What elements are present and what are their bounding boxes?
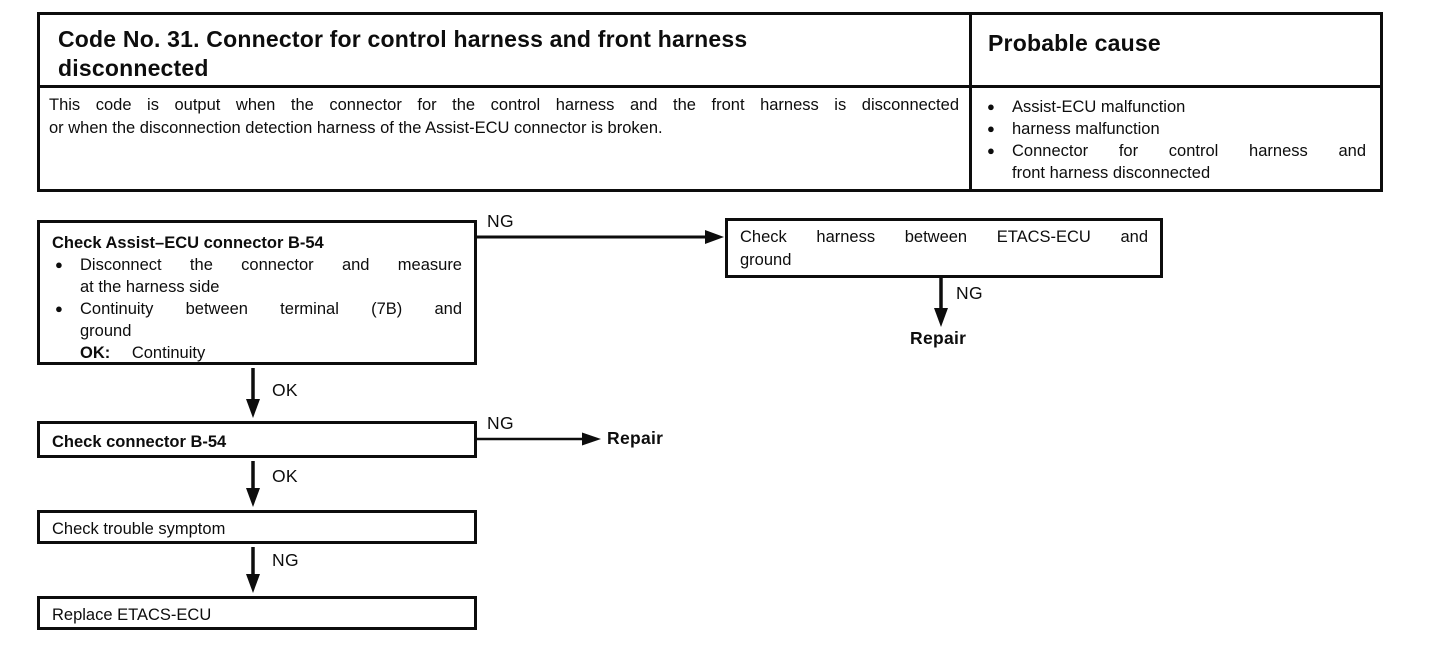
bullet-icon: ● — [987, 99, 995, 114]
probable-cause-text: Assist-ECU malfunction — [1012, 98, 1186, 116]
edge-label-ok-mid: OK — [272, 380, 298, 400]
bullet-text: Disconnect the connector and measure at … — [80, 254, 464, 298]
step-bullet: ● Disconnect the connector and measure a… — [52, 254, 464, 298]
step-check-harness-box: Check harness between ETACS-ECU and grou… — [725, 218, 1163, 278]
bullet-text-line-2: at the harness side — [80, 278, 220, 296]
probable-cause-text-line-2: front harness disconnected — [1012, 164, 1211, 182]
ok-criteria-value: Continuity — [131, 344, 206, 362]
probable-cause-header-cell: Probable cause — [972, 15, 1380, 88]
code-title-line-1: Code No. 31. Connector for control harne… — [58, 26, 748, 52]
probable-cause-list: ● Assist-ECU malfunction ● harness malfu… — [972, 88, 1380, 189]
step-check-trouble-symptom-box: Check trouble symptom — [37, 510, 477, 544]
code-title-cell: Code No. 31. Connector for control harne… — [40, 15, 972, 88]
code-header-table: Code No. 31. Connector for control harne… — [37, 12, 1383, 192]
step-check-assist-ecu-connector-box: Check Assist–ECU connector B-54 ● Discon… — [37, 220, 477, 365]
terminal-repair-mid: Repair — [607, 428, 664, 448]
bullet-icon: ● — [55, 257, 63, 272]
step-check-connector-box: Check connector B-54 — [37, 421, 477, 458]
arrow-ng-assist-to-harness — [477, 230, 724, 244]
bullet-icon: ● — [987, 143, 995, 158]
step-title: Check trouble symptom — [52, 520, 226, 538]
edge-label-ng-right: NG — [956, 283, 983, 303]
bullet-icon: ● — [55, 301, 63, 316]
probable-cause-heading: Probable cause — [988, 30, 1161, 56]
step-title: Check connector B-54 — [52, 433, 227, 451]
bullet-text-line-1: Continuity between terminal (7B) and — [80, 300, 462, 318]
arrow-ok-connector-to-symptom — [246, 461, 260, 507]
edge-label-ng-top: NG — [487, 211, 514, 231]
arrow-ng-harness-to-repair — [934, 278, 948, 327]
edge-label-ng-low: NG — [272, 550, 299, 570]
bullet-text: Continuity between terminal (7B) and gro… — [80, 298, 464, 342]
probable-cause-item: ● harness malfunction — [984, 118, 1366, 140]
probable-cause-item: ● Assist-ECU malfunction — [984, 96, 1366, 118]
step-text-line-1: Check harness between ETACS-ECU and — [740, 228, 1148, 246]
code-description-line-1: This code is output when the connector f… — [49, 96, 959, 114]
bullet-icon: ● — [987, 121, 995, 136]
step-text-line-2: ground — [740, 251, 792, 269]
arrow-ok-assist-to-connector — [246, 368, 260, 418]
ok-criteria-key: OK: — [80, 344, 111, 362]
probable-cause-text-line-1: Connector for control harness and — [1012, 142, 1366, 160]
terminal-repair-right: Repair — [910, 328, 967, 348]
code-description-cell: This code is output when the connector f… — [40, 88, 972, 189]
edge-label-ng-mid: NG — [487, 413, 514, 433]
code-description-line-2: or when the disconnection detection harn… — [49, 118, 663, 137]
ok-criteria-line: OK: Continuity — [80, 342, 464, 364]
arrow-ng-connector-to-repair — [477, 432, 601, 446]
bullet-text-line-1: Disconnect the connector and measure — [80, 256, 462, 274]
edge-label-ok-low: OK — [272, 466, 298, 486]
step-title: Check Assist–ECU connector B-54 — [52, 234, 324, 252]
code-title-line-2: disconnected — [58, 55, 209, 81]
step-bullet: ● Continuity between terminal (7B) and g… — [52, 298, 464, 342]
probable-cause-item: ● Connector for control harness and fron… — [984, 140, 1366, 184]
probable-cause-text: Connector for control harness and front … — [1012, 140, 1366, 184]
bullet-text-line-2: ground — [80, 322, 132, 340]
arrow-ng-symptom-to-replace — [246, 547, 260, 593]
probable-cause-text: harness malfunction — [1012, 120, 1160, 138]
step-replace-etacs-ecu-box: Replace ETACS-ECU — [37, 596, 477, 630]
step-title: Replace ETACS-ECU — [52, 606, 212, 624]
